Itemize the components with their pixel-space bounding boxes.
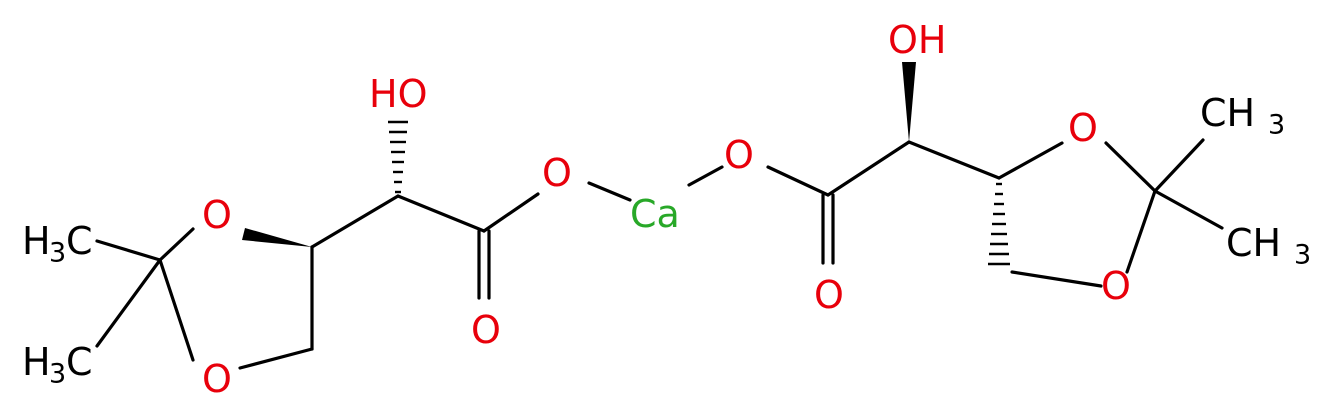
svg-text:3: 3 bbox=[1268, 110, 1285, 141]
bond-gem-c-to-o-bottom bbox=[1125, 189, 1157, 274]
methyl-bottom-left: H 3 C bbox=[22, 340, 93, 390]
bond-o-ester-to-carboxyl-c bbox=[766, 165, 830, 197]
bond-gem-c-to-methyl-bottom bbox=[1153, 189, 1224, 230]
bond-carboxyl-c-to-choh bbox=[826, 140, 911, 197]
svg-text:3: 3 bbox=[49, 238, 66, 269]
svg-text:3: 3 bbox=[1294, 240, 1311, 271]
bond-o-bottom-to-ch2 bbox=[1010, 270, 1103, 288]
bond-ring-ch-to-o-top bbox=[997, 141, 1064, 180]
right-half: OH O O O O CH 3 CH 3 bbox=[687, 18, 1311, 317]
bond-gem-c-to-methyl-top bbox=[1153, 138, 1205, 193]
bond-gem-c-to-methyl-top bbox=[95, 239, 162, 262]
svg-text:CH: CH bbox=[1200, 91, 1255, 135]
bond-o-ester-to-ca bbox=[587, 181, 632, 202]
atom-o-ester-right: O bbox=[724, 133, 754, 177]
bond-gem-c-to-ring-o-bottom bbox=[158, 258, 195, 362]
atom-o-ester-left: O bbox=[542, 151, 572, 195]
atom-o-ring-bottom: O bbox=[202, 357, 232, 401]
methyl-top-right: CH 3 bbox=[1200, 91, 1285, 141]
atom-o-carbonyl-right: O bbox=[814, 273, 844, 317]
svg-text:CH: CH bbox=[1226, 221, 1281, 265]
bond-ring-o-bottom-to-ch2 bbox=[238, 347, 314, 370]
wedge-bond-ring-ch-to-o bbox=[242, 228, 312, 247]
bond-choh-to-ring-ch bbox=[907, 140, 1001, 180]
bond-choh-to-carboxyl-c bbox=[396, 194, 486, 233]
svg-text:H: H bbox=[22, 219, 51, 263]
atom-o-ring-top-right: O bbox=[1068, 106, 1098, 150]
svg-text:C: C bbox=[66, 219, 93, 263]
wedge-bond-oh bbox=[902, 62, 916, 142]
bond-carboxyl-c-to-o-ester bbox=[482, 192, 540, 233]
bond-gem-c-to-methyl-bottom bbox=[95, 258, 162, 348]
hashed-bond-ring bbox=[988, 182, 1010, 266]
left-half: O O H 3 C H 3 C HO O O bbox=[22, 72, 632, 401]
atom-o-ring-bottom-right: O bbox=[1101, 264, 1131, 308]
bond-o-top-to-gem-c bbox=[1104, 141, 1157, 193]
methyl-bottom-right: CH 3 bbox=[1226, 221, 1311, 271]
atom-ca: Ca bbox=[630, 192, 680, 236]
atom-o-ring-top: O bbox=[202, 193, 232, 237]
atom-oh-left: HO bbox=[369, 72, 427, 116]
hashed-bond-oh bbox=[388, 120, 408, 194]
svg-text:H: H bbox=[22, 340, 51, 384]
svg-text:3: 3 bbox=[49, 359, 66, 390]
svg-text:C: C bbox=[66, 340, 93, 384]
atom-o-carbonyl-left: O bbox=[471, 308, 501, 352]
bond-ring-ch-to-choh bbox=[310, 194, 400, 249]
bond-gem-c-to-ring-o-top bbox=[158, 227, 195, 262]
bond-ca-to-o-ester bbox=[687, 165, 724, 187]
methyl-top-left: H 3 C bbox=[22, 219, 93, 269]
atom-oh-right: OH bbox=[888, 18, 946, 62]
